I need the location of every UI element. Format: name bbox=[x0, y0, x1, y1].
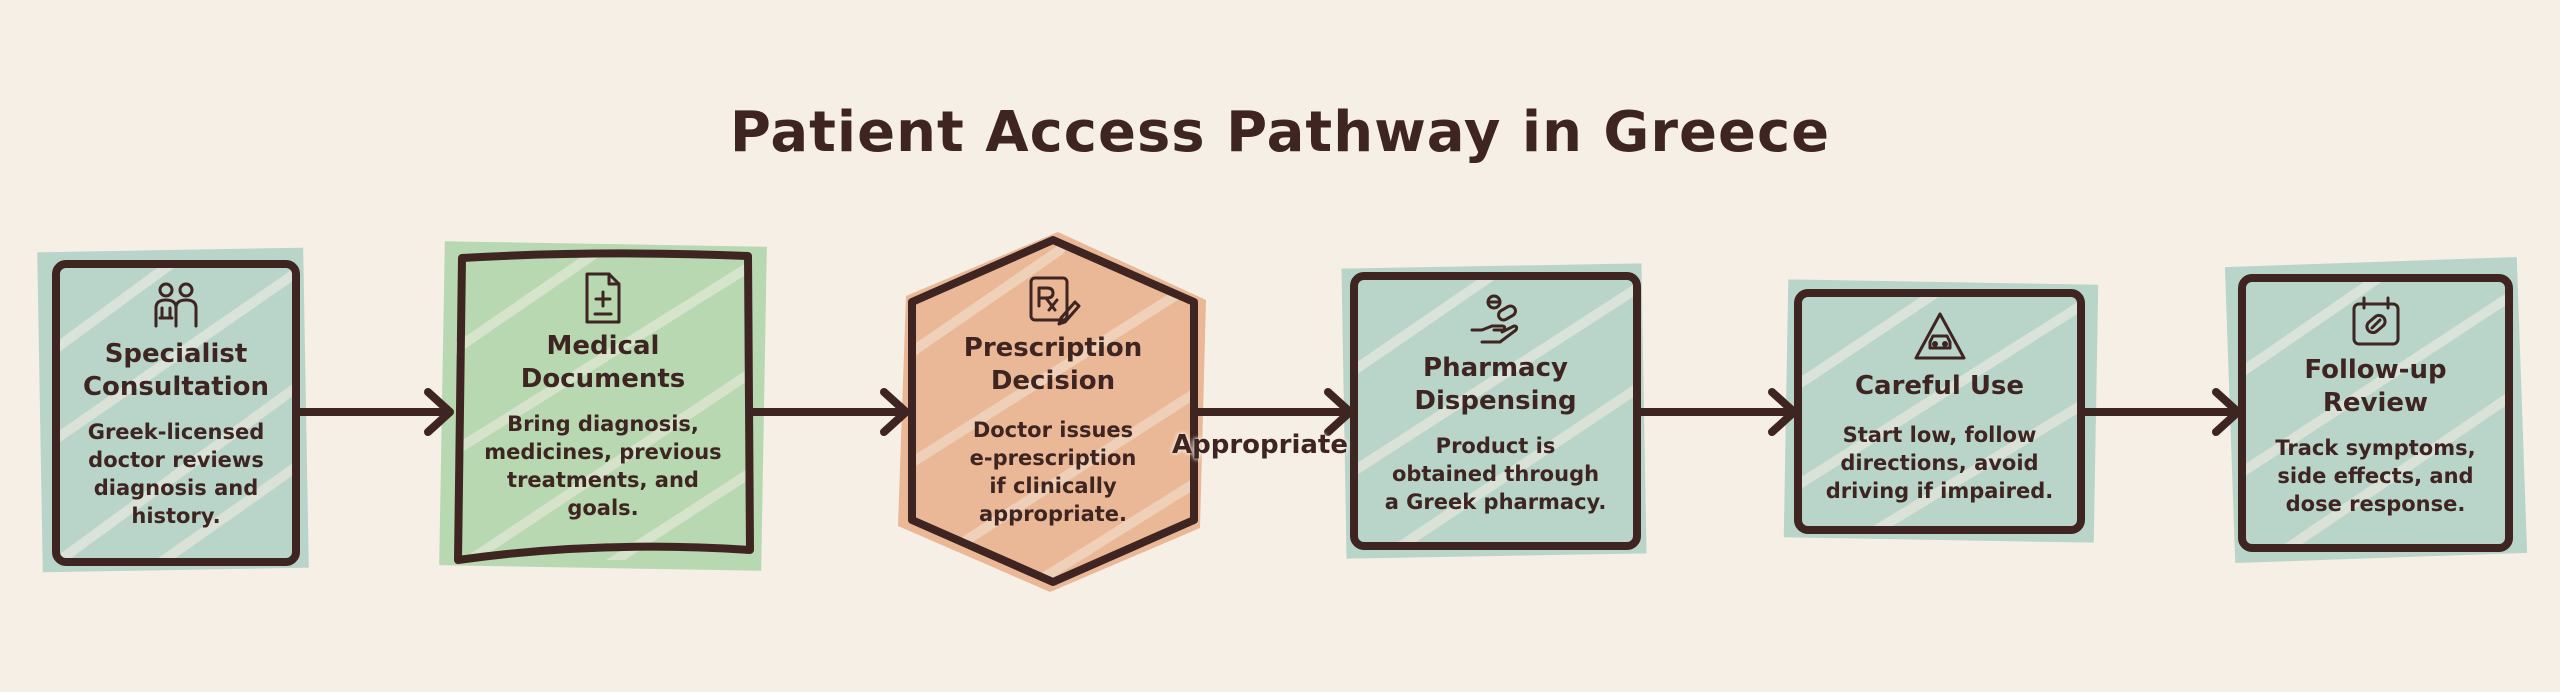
description-line: Doctor issues bbox=[972, 418, 1134, 442]
node-title: Consultation bbox=[82, 372, 270, 402]
description-line: driving if impaired. bbox=[1825, 479, 2054, 503]
node-content-prescription-decision: Prescription Decision Doctor issues e-pr… bbox=[920, 272, 1186, 528]
node-content-pharmacy-dispensing: Pharmacy Dispensing Product is obtained … bbox=[1354, 292, 1637, 516]
node-title: Follow-up bbox=[2304, 355, 2447, 385]
prescription-rx-icon bbox=[1029, 276, 1081, 326]
node-title-lines: Medical Documents bbox=[521, 330, 686, 396]
doctor-patient-icon bbox=[154, 282, 198, 328]
node-description: Track symptoms, side effects, and dose r… bbox=[2275, 434, 2475, 518]
node-title-lines: Prescription Decision bbox=[964, 332, 1142, 398]
sketch-hatching bbox=[1354, 276, 1637, 546]
node-border bbox=[2238, 274, 2513, 552]
node-title: Specialist bbox=[104, 339, 248, 369]
sketch-hatching bbox=[1798, 293, 2081, 530]
node-title-lines: Follow-up Review bbox=[2304, 354, 2446, 420]
node-title: Careful Use bbox=[1854, 371, 2025, 401]
description-line: Bring diagnosis, bbox=[507, 412, 699, 436]
node-title: Decision bbox=[990, 366, 1116, 396]
node-title: Prescription bbox=[963, 333, 1143, 363]
edge-consultation-to-documents bbox=[296, 388, 454, 436]
edges bbox=[296, 388, 2242, 436]
description-line: e-prescription bbox=[969, 446, 1137, 470]
node-pharmacy-dispensing bbox=[1341, 263, 1647, 559]
sketch-hatching bbox=[456, 256, 750, 560]
node-follow-up-review bbox=[2224, 256, 2528, 564]
description-line: directions, avoid bbox=[1840, 451, 2039, 475]
sketch-hatching bbox=[912, 245, 1194, 582]
description-line: appropriate. bbox=[978, 502, 1128, 526]
node-content-careful-use: Careful Use Start low, follow directions… bbox=[1798, 310, 2081, 505]
description-line: a Greek pharmacy. bbox=[1384, 490, 1607, 514]
node-title: Pharmacy bbox=[1423, 353, 1568, 383]
edge-pharmacy-to-careful-use bbox=[1636, 388, 1798, 436]
description-line: goals. bbox=[567, 496, 639, 520]
node-fill bbox=[37, 247, 309, 573]
node-description: Doctor issues e-prescription if clinical… bbox=[970, 416, 1137, 528]
node-title: Documents bbox=[520, 364, 686, 394]
node-description: Product is obtained through a Greek phar… bbox=[1385, 432, 1607, 516]
node-specialist-consultation bbox=[37, 247, 309, 573]
edge-careful-use-to-follow-up bbox=[2080, 388, 2242, 436]
description-line: obtained through bbox=[1391, 462, 1600, 486]
node-content-medical-documents: Medical Documents Bring diagnosis, medic… bbox=[470, 270, 736, 522]
description-line: if clinically bbox=[989, 474, 1117, 498]
description-line: doctor reviews bbox=[88, 448, 264, 472]
node-title-lines: Careful Use bbox=[1855, 370, 2024, 403]
description-line: history. bbox=[131, 504, 221, 528]
node-title-lines: Pharmacy Dispensing bbox=[1414, 352, 1576, 418]
node-fill bbox=[898, 232, 1206, 592]
node-content-specialist-consultation: Specialist Consultation Greek-licensed d… bbox=[56, 278, 296, 530]
description-line: treatments, and bbox=[507, 468, 699, 492]
calendar-pill-icon bbox=[2352, 296, 2399, 346]
description-line: Start low, follow bbox=[1842, 423, 2037, 447]
node-title: Dispensing bbox=[1414, 386, 1577, 416]
diagram-title: Patient Access Pathway in Greece bbox=[729, 100, 1831, 165]
node-title: Review bbox=[2322, 388, 2429, 418]
node-title: Medical bbox=[546, 331, 660, 361]
node-border bbox=[454, 249, 754, 564]
description-line: Track symptoms, bbox=[2275, 436, 2476, 460]
node-title-lines: Specialist Consultation bbox=[83, 338, 269, 404]
description-line: Greek-licensed bbox=[87, 420, 265, 444]
node-content-follow-up-review: Follow-up Review Track symptoms, side ef… bbox=[2242, 294, 2509, 518]
sketch-hatching bbox=[2242, 278, 2509, 548]
node-prescription-decision bbox=[898, 232, 1206, 592]
description-line: Product is bbox=[1435, 434, 1556, 458]
car-warning-icon bbox=[1914, 312, 1965, 360]
node-border bbox=[908, 236, 1198, 586]
node-border bbox=[52, 260, 300, 566]
sketch-hatching bbox=[56, 264, 296, 562]
node-description: Start low, follow directions, avoid driv… bbox=[1826, 421, 2054, 505]
hand-pills-icon bbox=[1470, 294, 1518, 344]
node-description: Bring diagnosis, medicines, previous tre… bbox=[484, 410, 721, 522]
edge-documents-to-prescription bbox=[748, 388, 910, 436]
description-line: side effects, and bbox=[2277, 464, 2474, 488]
edge-prescription-to-pharmacy bbox=[1192, 388, 1354, 436]
description-line: dose response. bbox=[2285, 492, 2466, 516]
edge-label-appropriate: Appropriate bbox=[1172, 430, 1348, 460]
description-line: medicines, previous bbox=[484, 440, 722, 464]
description-line: diagnosis and bbox=[93, 476, 259, 500]
medical-document-icon bbox=[585, 272, 621, 324]
node-fill bbox=[439, 241, 767, 571]
node-description: Greek-licensed doctor reviews diagnosis … bbox=[88, 418, 265, 530]
node-medical-documents bbox=[439, 241, 767, 571]
